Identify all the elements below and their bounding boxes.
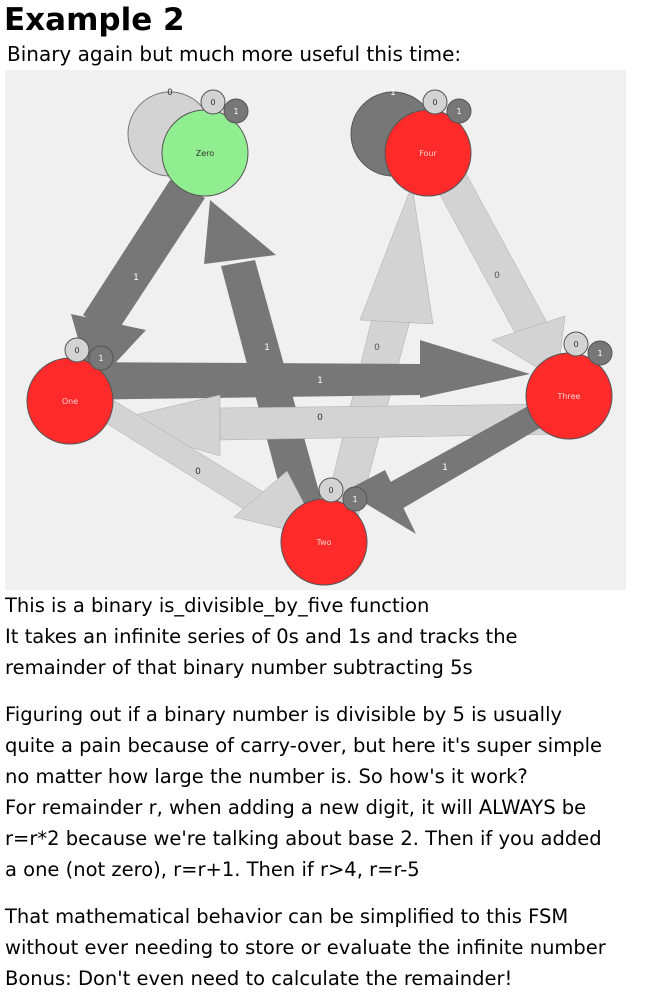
- text-line: Bonus: Don't even need to calculate the …: [5, 967, 513, 990]
- text-line: It takes an infinite series of 0s and 1s…: [5, 625, 518, 648]
- state-one: One: [26, 357, 114, 445]
- transition-label: 0: [317, 413, 323, 423]
- transition-four-to-three: 0: [432, 167, 566, 381]
- state-label: Two: [316, 538, 332, 547]
- text-line: r=r*2 because we're talking about base 2…: [5, 827, 602, 850]
- input-label-one: 1: [456, 107, 461, 116]
- four-input-indicators: 0 1: [422, 89, 472, 124]
- four-self-loop-label: 1: [390, 88, 396, 98]
- state-two: Two: [280, 498, 368, 586]
- page-title: Example 2: [4, 2, 185, 38]
- two-input-indicators: 0 1: [318, 477, 368, 512]
- transition-one-to-three: 1: [70, 340, 530, 400]
- input-label-zero: 0: [432, 98, 437, 107]
- input-label-one: 1: [233, 107, 238, 116]
- input-label-one: 1: [597, 349, 602, 358]
- text-line: a one (not zero), r=r+1. Then if r>4, r=…: [5, 858, 420, 881]
- transition-label: 1: [264, 343, 270, 353]
- text-line: quite a pain because of carry-over, but …: [5, 734, 603, 757]
- transition-label: 1: [442, 463, 448, 473]
- state-label: Zero: [196, 149, 215, 158]
- input-label-zero: 0: [328, 486, 333, 495]
- transition-label: 0: [374, 343, 380, 353]
- input-label-zero: 0: [74, 346, 79, 355]
- text-line: That mathematical behavior can be simpli…: [5, 905, 569, 928]
- text-line: For remainder r, when adding a new digit…: [5, 796, 587, 819]
- transition-three-to-two: 1: [345, 405, 545, 534]
- state-three: Three: [525, 352, 613, 440]
- transition-label: 0: [494, 271, 500, 281]
- input-label-zero: 0: [210, 98, 215, 107]
- explanation-paragraph: Figuring out if a binary number is divis…: [5, 699, 645, 885]
- zero-input-indicators: 0 1: [200, 89, 249, 124]
- fsm-diagram-svg: 0 1 1 1 0 0 1: [26, 88, 613, 586]
- state-label: One: [62, 397, 78, 406]
- input-label-one: 1: [352, 495, 357, 504]
- transition-label: 0: [195, 467, 201, 477]
- text-line: This is a binary is_divisible_by_five fu…: [5, 594, 430, 617]
- text-line: without ever needing to store or evaluat…: [5, 936, 606, 959]
- state-label: Four: [419, 149, 437, 158]
- one-input-indicators: 0 1: [64, 337, 114, 371]
- input-label-one: 1: [98, 354, 103, 363]
- text-line: no matter how large the number is. So ho…: [5, 765, 528, 788]
- three-input-indicators: 0 1: [563, 331, 613, 366]
- text-line: Figuring out if a binary number is divis…: [5, 703, 563, 726]
- transition-label: 1: [317, 376, 323, 386]
- fsm-diagram: 0 1 1 1 0 0 1: [5, 70, 626, 590]
- transition-label: 1: [133, 273, 139, 283]
- input-label-zero: 0: [573, 340, 578, 349]
- summary-paragraph: That mathematical behavior can be simpli…: [5, 901, 645, 994]
- description-paragraph: This is a binary is_divisible_by_five fu…: [5, 590, 645, 683]
- transition-three-to-one: 0: [104, 394, 566, 457]
- zero-self-loop-label: 0: [167, 88, 173, 98]
- state-label: Three: [557, 392, 581, 401]
- page-subtitle: Binary again but much more useful this t…: [7, 42, 462, 66]
- text-line: remainder of that binary number subtract…: [5, 656, 473, 679]
